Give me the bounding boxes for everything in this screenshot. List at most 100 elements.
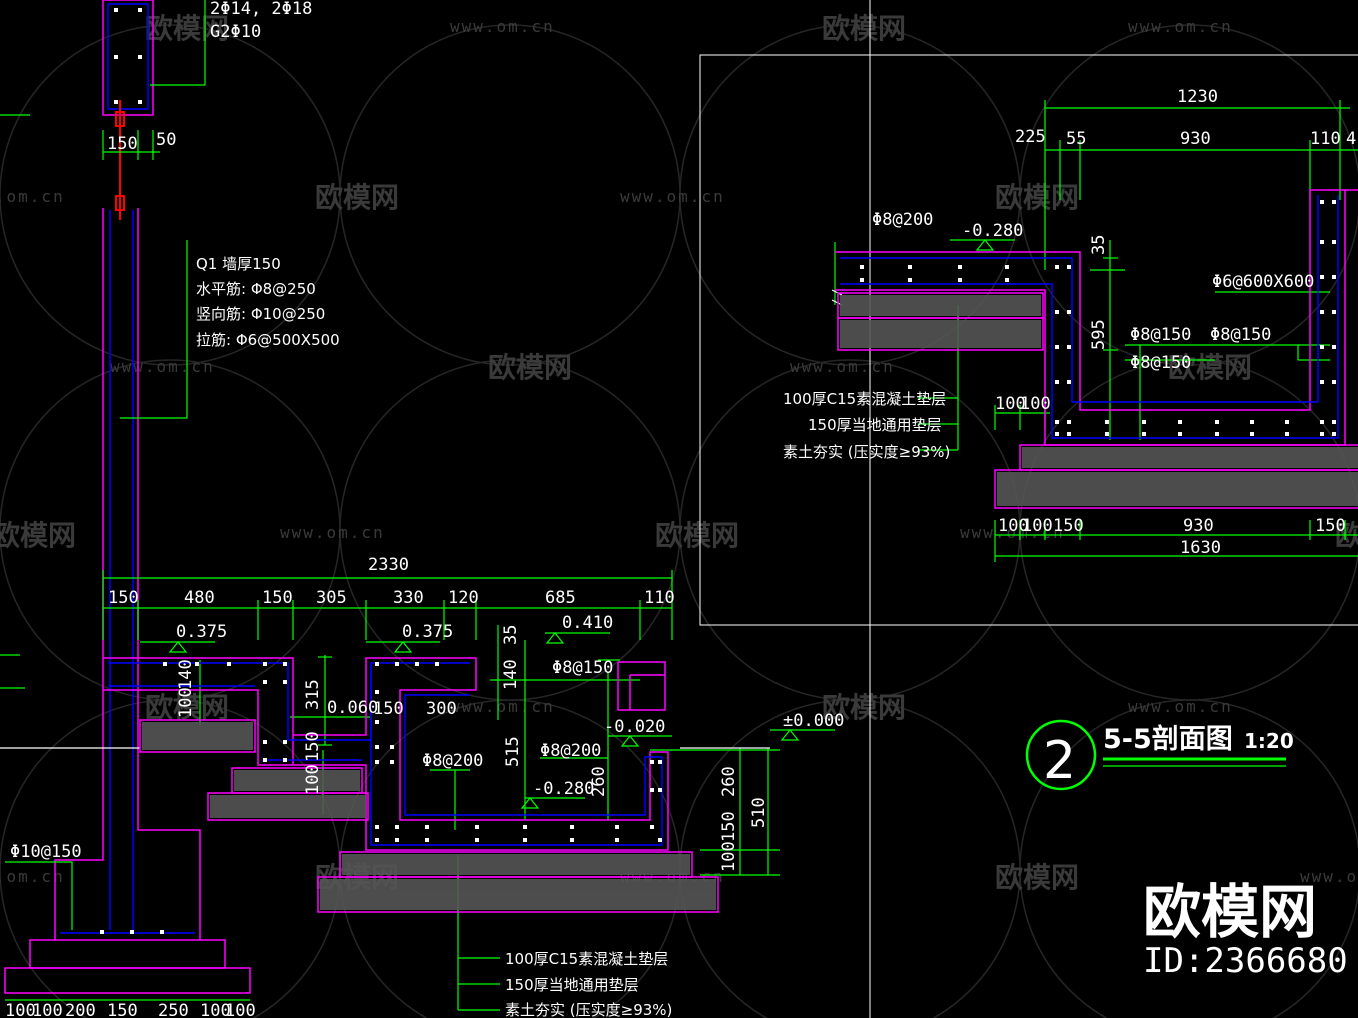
dim-segment: 120 — [448, 588, 479, 608]
rebar-label: Φ8@150 — [1130, 353, 1191, 373]
wall-note: 竖向筋: Φ10@250 — [196, 305, 325, 323]
elevation-label: 0.410 — [562, 613, 613, 633]
logo-id: ID:2366680 — [1143, 941, 1348, 981]
elevation-label: -0.280 — [962, 221, 1023, 241]
dim-segment: 150 — [262, 588, 293, 608]
bottom-total: 1630 — [1180, 538, 1221, 558]
watermark-url: www.om.cn — [280, 523, 385, 542]
dim-50: 50 — [156, 130, 176, 150]
dim-35: 35 — [1089, 235, 1109, 255]
left-wall-section: 2Φ14, 2Φ18 G2Φ10 150 50 Q1 墙厚150 水平筋: Φ8… — [0, 0, 340, 1018]
watermark-url: www.om.cn — [110, 357, 215, 376]
watermark-url: www.om.cn — [1300, 867, 1358, 886]
title-number: 2 — [1043, 731, 1076, 791]
column-label-stirrup: G2Φ10 — [210, 22, 261, 42]
dim-100: 100 — [719, 841, 739, 872]
dim-100: 100 — [995, 394, 1026, 414]
rebar-label: Φ8@200 — [540, 741, 601, 761]
elevation-label: 0.375 — [176, 622, 227, 642]
dim-segment: 330 — [393, 588, 424, 608]
bottom-dim: 100 — [5, 1001, 36, 1018]
dim-segment: 685 — [545, 588, 576, 608]
dim-35: 35 — [501, 625, 521, 645]
bottom-dim: 100 — [32, 1001, 63, 1018]
layer-note: 150厚当地通用垫层 — [505, 976, 639, 994]
dim-150: 150 — [719, 811, 739, 842]
watermark-url: www.om.cn — [0, 867, 65, 886]
watermark-url: www.om.cn — [1128, 17, 1233, 36]
bottom-dim: 930 — [1183, 516, 1214, 536]
bottom-dim: 150 — [1053, 516, 1084, 536]
rebar-label: Φ8@150 — [552, 658, 613, 678]
bottom-rebar-label: Φ10@150 — [10, 842, 82, 862]
watermark-brand: 欧模网 — [1168, 351, 1252, 384]
dim-segment: 110 — [644, 588, 675, 608]
rebar-label: Φ8@150 — [1130, 325, 1191, 345]
dim-segment: 110 — [1310, 129, 1341, 149]
dim-140: 140 — [501, 659, 521, 690]
dim-510: 510 — [749, 797, 769, 828]
watermark-brand: 欧模网 — [0, 519, 76, 552]
dim-260: 260 — [589, 766, 609, 797]
rebar-label: Φ8@150 — [1210, 325, 1271, 345]
watermark-brand: 欧模网 — [822, 12, 906, 45]
dim-100: 100 — [303, 764, 323, 795]
watermark-url: www.om.cn — [1128, 697, 1233, 716]
brand-logo: 欧模网 ID:2366680 — [1143, 878, 1348, 981]
layer-note: 100厚C15素混凝土垫层 — [783, 390, 946, 408]
dim-100: 100 — [176, 687, 196, 718]
total-dim: 2330 — [368, 555, 409, 575]
watermark-brand: 欧模网 — [655, 519, 739, 552]
dim-segment: 55 — [1066, 129, 1086, 149]
dim-150: 150 — [373, 699, 404, 719]
bottom-dim: 100 — [1022, 516, 1053, 536]
elevation-label: ±0.000 — [783, 711, 844, 731]
dim-100: 100 — [1020, 394, 1051, 414]
column-label-rebar: 2Φ14, 2Φ18 — [210, 0, 312, 19]
dim-segment: 150 — [108, 588, 139, 608]
wall-note: Q1 墙厚150 — [196, 255, 281, 273]
bottom-dim: 100 — [225, 1001, 256, 1018]
dim-segment: 930 — [1180, 129, 1211, 149]
title-name: 5-5剖面图 — [1103, 723, 1233, 755]
elevation-label: 0.060 — [327, 698, 378, 718]
dim-300: 300 — [426, 699, 457, 719]
watermark-texts: 欧模网 欧模网 欧模网 欧模网 欧模网 欧模网 欧模网 欧模网 欧模网 欧模网 … — [0, 12, 1358, 894]
dim-150: 150 — [107, 134, 138, 154]
logo-name: 欧模网 — [1143, 878, 1317, 946]
rebar-label: Φ6@600X600 — [1212, 272, 1314, 292]
layer-note: 150厚当地通用垫层 — [808, 416, 942, 434]
watermark-url: www.om.cn — [0, 187, 65, 206]
watermark-url: www.om.cn — [960, 523, 1065, 542]
dim-segment: 225 — [1015, 127, 1046, 147]
bottom-dim: 150 — [107, 1001, 138, 1018]
watermark-url: www.om.cn — [620, 187, 725, 206]
watermark-brand: 欧模网 — [995, 861, 1079, 894]
watermark-brand: 欧模网 — [315, 181, 399, 214]
elevation-label: -0.020 — [604, 717, 665, 737]
elevation-label: -0.280 — [533, 779, 594, 799]
total-dim: 1230 — [1177, 87, 1218, 107]
dim-515: 515 — [503, 736, 523, 767]
section-title: 2 5-5剖面图 1:20 — [1025, 719, 1294, 791]
center-section: 2330 150 480 150 305 330 120 685 110 0.3… — [0, 555, 844, 1018]
frame-lines — [699, 0, 1358, 1018]
rebar-label: Φ8@200 — [872, 210, 933, 230]
bottom-dim: 100 — [998, 516, 1029, 536]
rebar-label: Φ8@200 — [422, 751, 483, 771]
dim-segment: 4 — [1346, 129, 1356, 149]
watermark-brand: 欧模网 — [488, 351, 572, 384]
elevation-label: 0.375 — [402, 622, 453, 642]
dim-595: 595 — [1089, 319, 1109, 350]
dim-segment: 305 — [316, 588, 347, 608]
watermark-brand: 欧模网 — [145, 691, 229, 724]
bottom-dim: 200 — [65, 1001, 96, 1018]
dim-315: 315 — [303, 679, 323, 710]
layer-note: 素土夯实 (压实度≥93%) — [505, 1001, 672, 1018]
dim-140: 140 — [176, 659, 196, 690]
watermark-url: www.om.cn — [450, 17, 555, 36]
layer-note: 素土夯实 (压实度≥93%) — [783, 443, 950, 461]
layer-note: 100厚C15素混凝土垫层 — [505, 950, 668, 968]
watermark-brand: 欧模网 — [822, 691, 906, 724]
title-circle — [1025, 719, 1097, 791]
